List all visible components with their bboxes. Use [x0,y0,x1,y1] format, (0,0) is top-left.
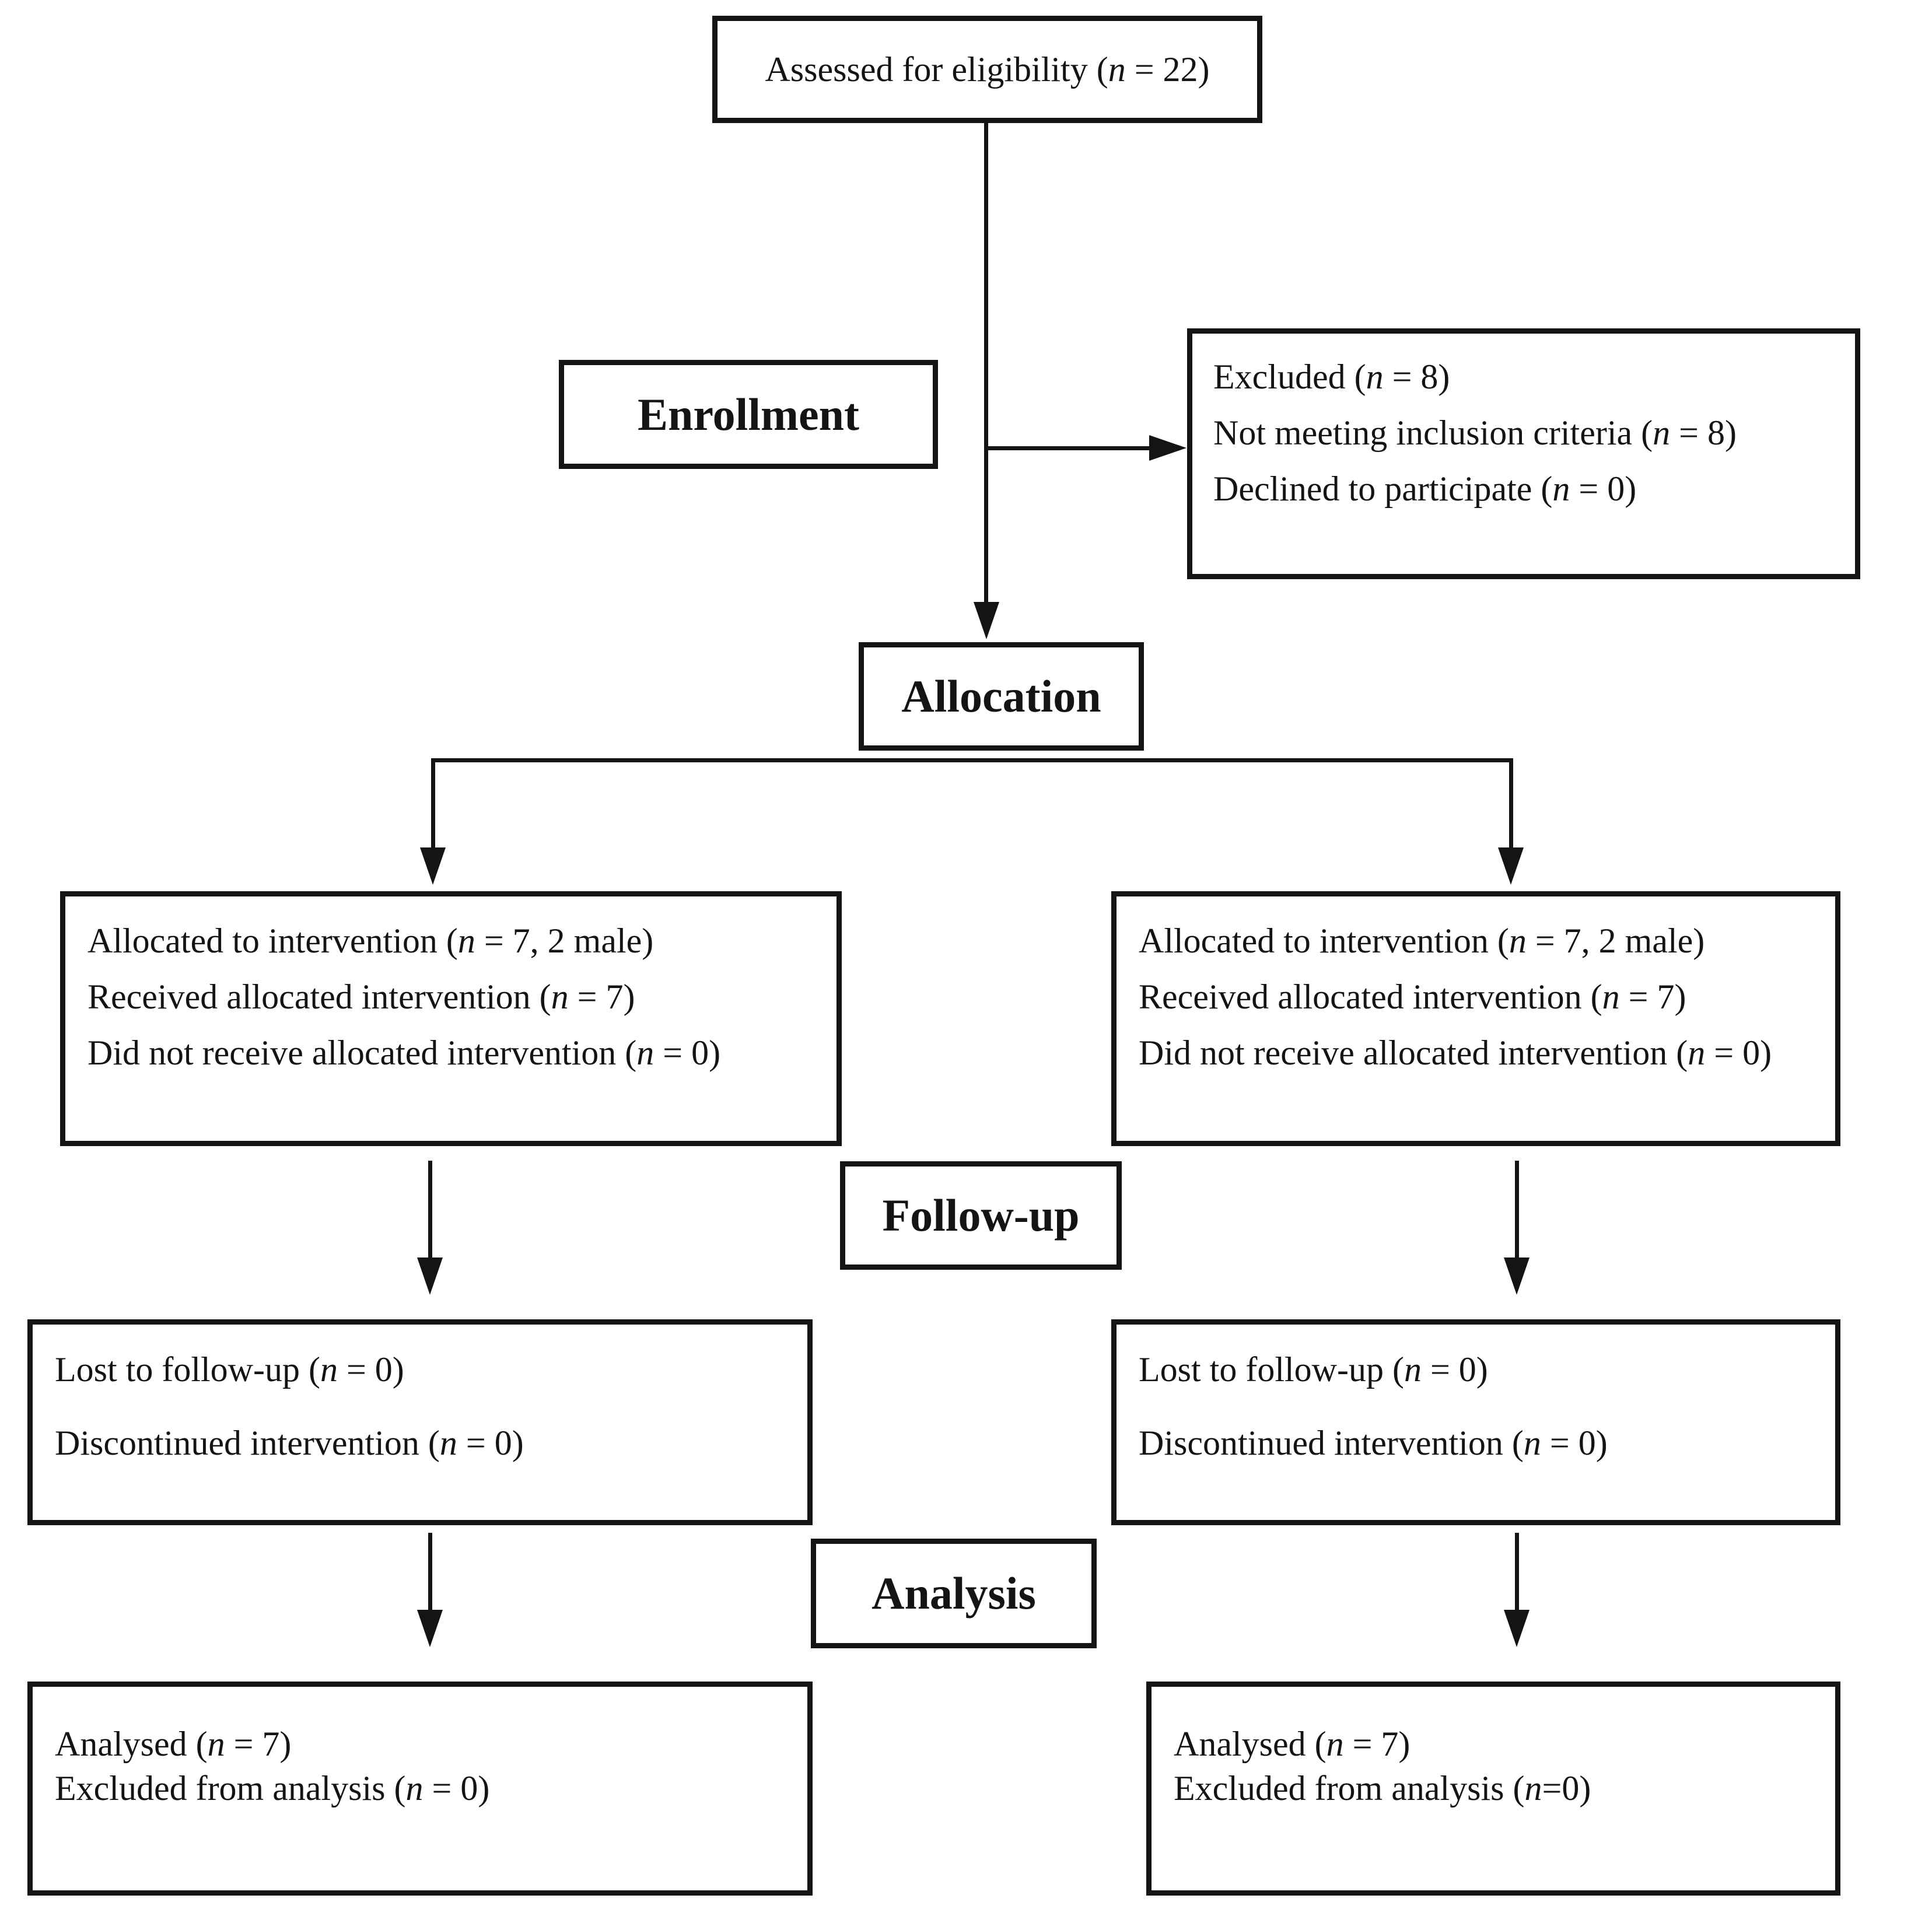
arrowhead-into-followup-left [417,1258,443,1295]
allocated-right-box: Allocated to intervention (n = 7, 2 male… [1111,891,1840,1146]
assessed-eligibility-text: Assessed for eligibility (n = 22) [765,50,1210,89]
allocation-branch-line [431,758,1513,762]
flow-line-to-excluded [986,446,1150,450]
flow-line-right-to-followup [1515,1161,1519,1259]
excluded-line-3: Declined to participate (n = 0) [1213,470,1637,508]
allocated-right-line-2: Received allocated intervention (n = 7) [1139,978,1686,1016]
excluded-line-2: Not meeting inclusion criteria (n = 8) [1213,414,1737,452]
followup-left-line-1: Lost to follow-up (n = 0) [55,1350,404,1389]
enrollment-label: Enrollment [638,388,859,440]
assessed-eligibility-box: Assessed for eligibility (n = 22) [712,16,1262,123]
arrowhead-into-followup-right [1504,1258,1530,1295]
flow-line-right-to-analysis [1515,1533,1519,1611]
followup-left-box: Lost to follow-up (n = 0) Discontinued i… [27,1319,813,1525]
analysed-left-line-1: Analysed (n = 7) [55,1725,292,1763]
allocated-left-line-2: Received allocated intervention (n = 7) [88,978,635,1016]
allocated-right-line-3: Did not receive allocated intervention (… [1139,1034,1772,1072]
analysis-label: Analysis [872,1568,1036,1619]
analysed-right-line-2: Excluded from analysis (n=0) [1174,1769,1591,1808]
analysed-left-line-2: Excluded from analysis (n = 0) [55,1769,490,1808]
allocation-label-box: Allocation [859,642,1144,751]
branch-left-drop-line [431,758,435,849]
analysed-right-line-1: Analysed (n = 7) [1174,1725,1410,1763]
allocation-label: Allocation [901,671,1101,721]
arrowhead-into-allocated-right [1498,847,1524,885]
followup-right-box: Lost to follow-up (n = 0) Discontinued i… [1111,1319,1840,1525]
followup-label: Follow-up [882,1190,1080,1241]
flow-line-left-to-followup [428,1161,432,1259]
analysed-right-box: Analysed (n = 7) Excluded from analysis … [1146,1682,1840,1896]
allocated-left-line-3: Did not receive allocated intervention (… [88,1034,721,1072]
flow-line-left-to-analysis [428,1533,432,1611]
arrowhead-into-allocated-left [420,847,446,885]
arrowhead-into-analysed-right [1504,1610,1530,1647]
flow-line-top-to-allocation [984,123,988,603]
followup-left-line-2: Discontinued intervention (n = 0) [55,1424,524,1462]
arrowhead-into-allocation [974,602,999,639]
allocated-right-line-1: Allocated to intervention (n = 7, 2 male… [1139,922,1705,960]
allocated-left-line-1: Allocated to intervention (n = 7, 2 male… [88,922,654,960]
analysed-left-box: Analysed (n = 7) Excluded from analysis … [27,1682,813,1896]
followup-right-line-2: Discontinued intervention (n = 0) [1139,1424,1608,1462]
followup-right-line-1: Lost to follow-up (n = 0) [1139,1350,1488,1389]
enrollment-label-box: Enrollment [559,360,938,469]
arrowhead-into-analysed-left [417,1610,443,1647]
arrowhead-into-excluded [1149,435,1186,461]
analysis-label-box: Analysis [811,1539,1097,1648]
excluded-line-1: Excluded (n = 8) [1213,358,1450,396]
allocated-left-box: Allocated to intervention (n = 7, 2 male… [60,891,842,1146]
excluded-box: Excluded (n = 8) Not meeting inclusion c… [1187,328,1860,579]
branch-right-drop-line [1509,758,1513,849]
followup-label-box: Follow-up [840,1161,1122,1270]
